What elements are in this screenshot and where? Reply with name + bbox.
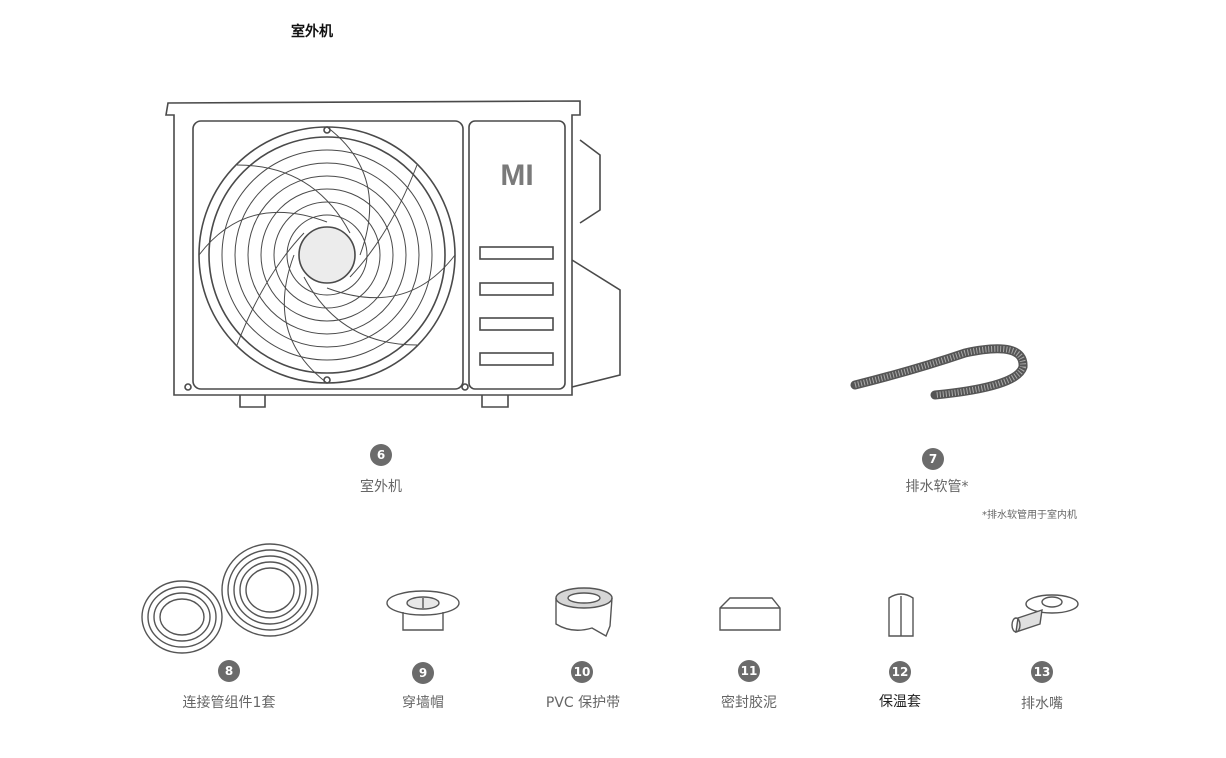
item-number-badge: 8 [218, 660, 240, 682]
item-label: 保温套 [879, 694, 921, 710]
item-number-badge: 6 [370, 444, 392, 466]
outdoor-unit-illustration: MI [165, 100, 621, 408]
footnote: *排水软管用于室内机 [982, 510, 1077, 521]
insulation-sleeve-illustration [888, 593, 914, 637]
item-label: 密封胶泥 [721, 695, 777, 711]
section-heading: 室外机 [291, 24, 333, 40]
drain-hose-illustration [850, 344, 1028, 400]
brand-logo: MI [500, 159, 533, 192]
item-number-badge: 12 [889, 661, 911, 683]
item-number-badge: 7 [922, 448, 944, 470]
item-number-badge: 13 [1031, 661, 1053, 683]
item-label: PVC 保护带 [545, 695, 621, 711]
item-number-badge: 11 [738, 660, 760, 682]
sealant-putty-illustration [719, 597, 781, 631]
item-label: 室外机 [360, 479, 402, 495]
connecting-pipe-illustration [141, 543, 319, 654]
item-number-badge: 10 [571, 661, 593, 683]
item-label: 穿墙帽 [402, 695, 444, 711]
item-label: 排水软管* [905, 479, 969, 495]
pvc-tape-illustration [555, 587, 613, 638]
item-label: 连接管组件1套 [182, 695, 276, 711]
item-number-badge: 9 [412, 662, 434, 684]
drain-nozzle-illustration [1011, 594, 1079, 634]
wall-cap-illustration [386, 590, 460, 631]
item-label: 排水嘴 [1021, 696, 1063, 712]
